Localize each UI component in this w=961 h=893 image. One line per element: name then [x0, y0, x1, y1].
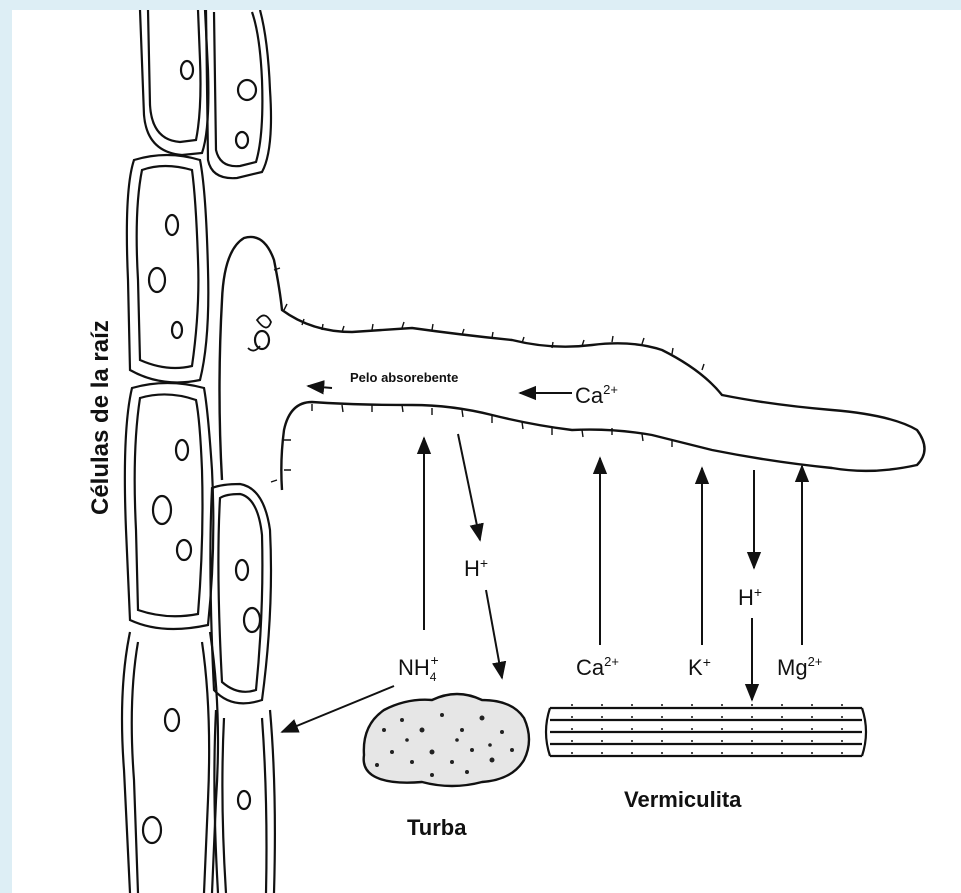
root-hair-label: Pelo absorebente — [350, 370, 458, 385]
ca-label-bottom: Ca2+ — [576, 654, 619, 680]
root-cell — [137, 166, 199, 368]
root-cell — [222, 718, 226, 893]
ca-label-top: Ca2+ — [575, 382, 618, 408]
turba-label: Turba — [407, 815, 467, 840]
root-hair — [220, 237, 925, 490]
mg-label: Mg2+ — [777, 654, 822, 680]
arrows — [282, 386, 802, 732]
root-cell — [122, 632, 130, 893]
h-label-right: H+ — [738, 584, 762, 610]
h-label-left: H+ — [464, 555, 488, 581]
root-cells-label: Células de la raíz — [87, 320, 114, 515]
nh4-label: NH4+ — [398, 652, 439, 684]
root-exchange-diagram: Células de la raíz Pelo absorebente Ca2+… — [12, 10, 961, 893]
root-cell — [218, 494, 262, 692]
vermiculita-layers — [546, 704, 866, 760]
arrow-h-out-left — [458, 434, 480, 540]
root-cells — [122, 10, 275, 893]
root-cell — [270, 710, 275, 893]
arrow-hair-inward — [308, 386, 332, 388]
root-cell — [202, 642, 209, 893]
turba-particle — [364, 694, 529, 786]
vermiculita-label: Vermiculita — [624, 787, 742, 812]
root-cell — [135, 394, 203, 616]
root-cell — [132, 642, 138, 893]
root-cell — [262, 718, 267, 893]
arrow-h-to-turba — [486, 590, 502, 678]
diagram-canvas: Células de la raíz Pelo absorebente Ca2+… — [12, 10, 961, 893]
k-label: K+ — [688, 654, 711, 680]
